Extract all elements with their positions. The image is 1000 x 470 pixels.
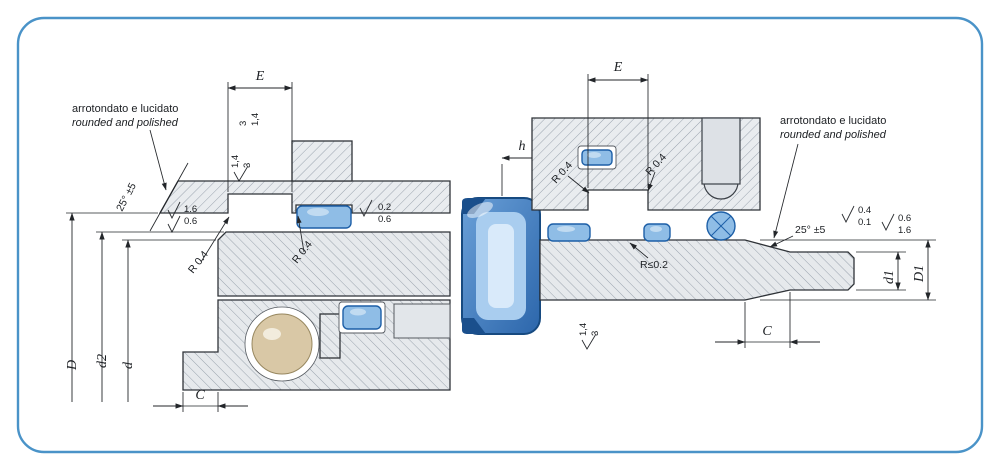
dim-label-h: h (519, 139, 526, 154)
left-detail-block (319, 313, 341, 359)
left-edge-note: arrotondato e lucidato rounded and polis… (72, 103, 179, 191)
left-piston-upper (217, 231, 451, 297)
left-insert-block (393, 303, 451, 339)
left-view: E 3 1,4 1,4 3 1.6 0.6 0.2 0.6 R 0.4 (65, 69, 451, 412)
roughness-end-top: 0.6 (898, 213, 911, 224)
right-dim-d1: d1 (856, 251, 906, 291)
dim-label-D1: D1 (912, 265, 927, 283)
dim-label-D: D (65, 360, 80, 371)
right-dim-E: E (587, 60, 649, 188)
dim-label-C-right: C (762, 324, 772, 339)
roughness-rod-right: 3 (590, 331, 601, 336)
right-radius-small-callout: R≤0.2 (629, 242, 668, 271)
dim-label-d: d (121, 361, 136, 369)
roughness-bore-bottom: 0.6 (378, 214, 391, 225)
angle-label: 25° ±5 (795, 224, 826, 236)
roughness-check-icon (841, 205, 855, 223)
roughness-check-icon (881, 213, 895, 231)
dim-label-d2: d2 (95, 354, 110, 368)
left-dim-D: D (65, 212, 158, 402)
roughness-housing-bottom: 0.6 (184, 216, 197, 227)
roughness-check-icon (581, 333, 597, 350)
dim-label-E-right: E (613, 60, 623, 75)
roughness-check-icon (233, 165, 249, 182)
roughness-end-bottom: 1.6 (898, 225, 911, 236)
right-seal-right (643, 223, 671, 242)
left-housing-section (158, 180, 451, 214)
right-roughness-rod: 1,4 3 (578, 323, 601, 350)
left-gland-block (291, 140, 353, 182)
roughness-groove-flag-left: 1,4 (230, 155, 241, 168)
right-dim-D1: D1 (760, 239, 936, 301)
roughness-groove-top-left: 3 (238, 121, 249, 126)
roughness-groove-top-right: 1,4 (250, 113, 261, 126)
left-lower-seal-ring (342, 305, 382, 330)
left-dim-E: E (227, 69, 293, 192)
radius-small-label: R≤0.2 (640, 259, 668, 271)
right-dim-C: C (715, 292, 820, 348)
note-line-2: rounded and polished (72, 117, 179, 129)
roughness-check-icon (359, 199, 373, 217)
note-line-1: arrotondato e lucidato (72, 103, 178, 115)
left-seal-highlight (307, 208, 329, 216)
right-port-seal-highlight (587, 152, 601, 158)
roughness-chamfer-bottom: 0.1 (858, 217, 871, 228)
ball-highlight (263, 328, 281, 340)
right-roughness-end: 0.6 1.6 (881, 213, 911, 236)
roughness-groove-flag-right: 3 (242, 163, 253, 168)
right-chamfer-angle: 25° ±5 (769, 224, 826, 248)
dim-label-C-left: C (195, 388, 205, 403)
roughness-check-icon (167, 201, 181, 219)
left-dim-C: C (153, 388, 248, 412)
left-lower-seal-highlight (350, 308, 366, 316)
right-seal-left-highlight (557, 226, 575, 232)
right-oring (706, 211, 736, 241)
note-line-2: rounded and polished (780, 129, 887, 141)
roughness-housing-top: 1.6 (184, 204, 197, 215)
left-roughness-groove: 3 1,4 1,4 3 (230, 113, 261, 182)
right-view: E R 0.4 R 0.4 R≤0.2 arrotondato e lucida… (531, 60, 936, 350)
right-rod-section (539, 239, 855, 301)
bearing-ball (251, 313, 313, 375)
right-port-seal (581, 149, 613, 166)
note-line-1: arrotondato e lucidato (780, 115, 886, 127)
seal-core (488, 224, 514, 308)
plug-body (701, 117, 741, 185)
dim-label-E-left: E (255, 69, 265, 84)
roughness-chamfer-top: 0.4 (858, 205, 871, 216)
right-seal-left (547, 223, 591, 242)
right-edge-note: arrotondato e lucidato rounded and polis… (773, 115, 887, 239)
left-roughness-bore: 0.2 0.6 (359, 199, 391, 225)
seal-profile: h (461, 139, 543, 335)
roughness-rod-left: 1,4 (578, 323, 589, 336)
seal-lip-top (462, 198, 486, 214)
right-roughness-chamfer: 0.4 0.1 (841, 205, 871, 228)
left-dim-d: d (121, 239, 216, 402)
left-dim-d2: d2 (95, 231, 224, 402)
seal-highlight (467, 201, 493, 219)
roughness-bore-top: 0.2 (378, 202, 391, 213)
seal-lip-bottom (462, 318, 486, 334)
dim-label-d1: d1 (882, 270, 897, 284)
right-seal-right-highlight (650, 226, 662, 232)
